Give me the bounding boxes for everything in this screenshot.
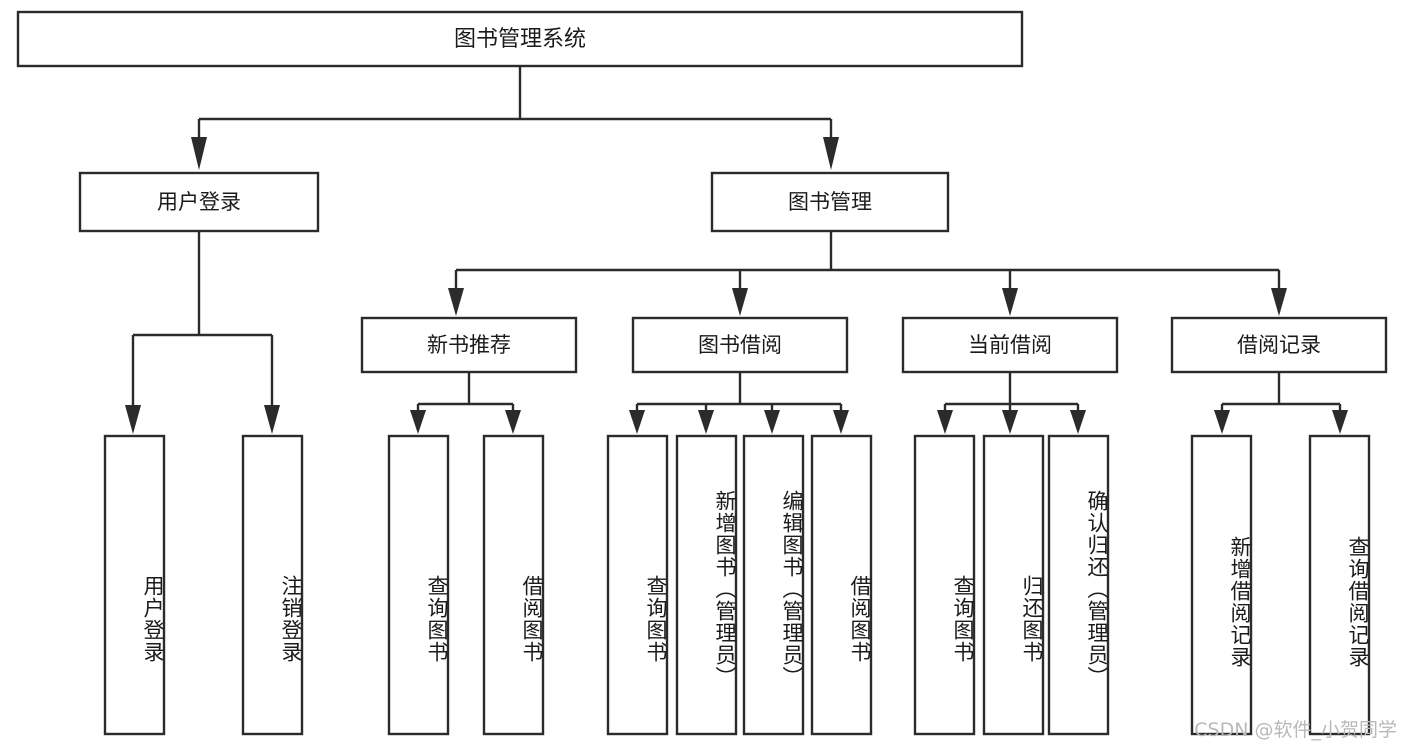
connector-group-userlogin-children bbox=[125, 231, 280, 434]
connector-group-bookborrow-children bbox=[629, 372, 849, 434]
node-new-book-recommend[interactable]: 新书推荐 bbox=[360, 316, 578, 374]
node-root[interactable]: 图书管理系统 bbox=[16, 10, 1024, 68]
node-new-book-recommend-box[interactable] bbox=[360, 316, 578, 374]
arrow-icon-to-leaf-user-login bbox=[125, 405, 141, 434]
connector-group-currentborrow-children bbox=[937, 372, 1086, 434]
leaf-box-logout[interactable] bbox=[241, 434, 304, 736]
node-user-login-box[interactable] bbox=[78, 171, 320, 233]
node-borrow-record-box[interactable] bbox=[1170, 316, 1388, 374]
leaf-box-borrow-book-a[interactable] bbox=[482, 434, 545, 736]
leaf-box-borrow-book-b[interactable] bbox=[810, 434, 873, 736]
connector-group-bookmgmt-children bbox=[448, 231, 1287, 316]
arrow-icon-to-leaf-query-record bbox=[1332, 410, 1348, 434]
node-book-management[interactable]: 图书管理 bbox=[710, 171, 950, 233]
arrow-icon-to-borrow-record bbox=[1271, 288, 1287, 316]
connector-group-borrowrecord-children bbox=[1214, 372, 1348, 434]
arrow-icon-to-book-borrow bbox=[732, 288, 748, 316]
node-book-management-label: 图书管理 bbox=[788, 190, 872, 214]
arrow-icon-to-leaf-confirm-return bbox=[1070, 410, 1086, 434]
arrow-icon-to-leaf-query-book-a bbox=[410, 410, 426, 434]
node-borrow-record-label: 借阅记录 bbox=[1237, 333, 1321, 357]
node-root-label: 图书管理系统 bbox=[454, 27, 586, 52]
node-user-login[interactable]: 用户登录 bbox=[78, 171, 320, 233]
node-book-borrow-label: 图书借阅 bbox=[698, 333, 782, 357]
leaf-box-query-book-a[interactable] bbox=[387, 434, 450, 736]
arrow-icon-to-leaf-query-book-c bbox=[937, 410, 953, 434]
arrow-icon-root-to-bookmgmt bbox=[823, 137, 839, 170]
arrow-icon-to-leaf-borrow-book-a bbox=[505, 410, 521, 434]
leaf-box-add-book[interactable] bbox=[675, 434, 738, 736]
arrow-icon-to-leaf-logout bbox=[264, 405, 280, 434]
arrow-icon-to-leaf-add-book bbox=[698, 410, 714, 434]
node-book-borrow-box[interactable] bbox=[631, 316, 849, 374]
node-user-login-label: 用户登录 bbox=[157, 190, 241, 214]
arrow-icon-to-leaf-add-record bbox=[1214, 410, 1230, 434]
arrow-icon-root-to-userlogin bbox=[191, 137, 207, 170]
arrow-icon-to-current-borrow bbox=[1002, 288, 1018, 316]
connector-group-root-to-level2 bbox=[191, 66, 839, 170]
node-book-management-box[interactable] bbox=[710, 171, 950, 233]
connector-group-newbookrec-children bbox=[410, 372, 521, 434]
arrow-icon-to-newbook-rec bbox=[448, 288, 464, 316]
leaf-box-add-borrow-record[interactable] bbox=[1190, 434, 1253, 736]
node-root-box[interactable] bbox=[16, 10, 1024, 68]
watermark-text: CSDN @软件_小贺同学 bbox=[1194, 719, 1397, 741]
node-current-borrow-label: 当前借阅 bbox=[968, 333, 1052, 357]
leaf-box-confirm-return[interactable] bbox=[1047, 434, 1110, 736]
node-new-book-recommend-label: 新书推荐 bbox=[427, 333, 511, 357]
node-current-borrow[interactable]: 当前借阅 bbox=[901, 316, 1119, 374]
node-borrow-record[interactable]: 借阅记录 bbox=[1170, 316, 1388, 374]
arrow-icon-to-leaf-return-book bbox=[1002, 410, 1018, 434]
leaf-box-user-login[interactable] bbox=[103, 434, 166, 736]
node-book-borrow[interactable]: 图书借阅 bbox=[631, 316, 849, 374]
arrow-icon-to-leaf-borrow-book-b bbox=[833, 410, 849, 434]
leaf-box-return-book[interactable] bbox=[982, 434, 1045, 736]
arrow-icon-to-leaf-edit-book bbox=[764, 410, 780, 434]
leaf-box-query-book-b[interactable] bbox=[606, 434, 669, 736]
leaf-box-query-book-c[interactable] bbox=[913, 434, 976, 736]
leaf-boxes-group bbox=[103, 434, 1371, 736]
arrow-icon-to-leaf-query-book-b bbox=[629, 410, 645, 434]
leaf-box-query-borrow-record[interactable] bbox=[1308, 434, 1371, 736]
leaf-box-edit-book[interactable] bbox=[742, 434, 805, 736]
node-current-borrow-box[interactable] bbox=[901, 316, 1119, 374]
